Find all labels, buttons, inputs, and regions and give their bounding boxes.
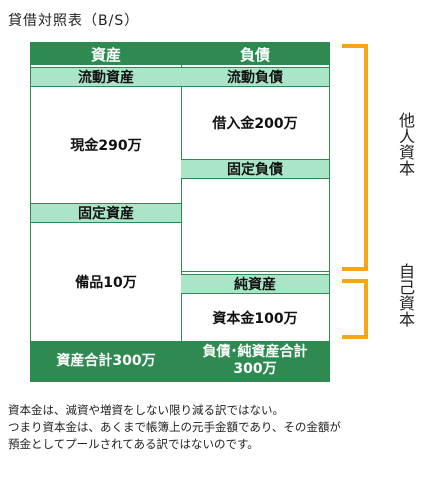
explanatory-note: 資本金は、減資や増資をしない限り減る訳ではない。 つまり資本金は、あくまで帳簿上…: [8, 402, 433, 453]
liabilities-header: 負債: [181, 43, 329, 65]
total-line-2: 300万: [233, 361, 277, 377]
fixed-liabilities-label: 固定負債: [181, 159, 329, 179]
borrowing-cell: 借入金200万: [212, 116, 298, 132]
note-line-2: つまり資本金は、あくまで帳簿上の元手金額であり、その金額が: [8, 420, 341, 434]
cash-cell: 現金290万: [70, 138, 142, 154]
fixed-assets-label: 固定資産: [31, 203, 181, 223]
assets-total: 資産合計300万: [31, 341, 181, 381]
note-line-1: 資本金は、減資や増資をしない限り減る訳ではない。: [8, 403, 284, 417]
total-line-1: 負債･純資産合計: [202, 344, 308, 360]
balance-sheet: 資産 流動資産 現金290万 固定資産 備品10万 資産合計300万 負債 流動…: [30, 42, 330, 382]
current-assets-label: 流動資産: [31, 67, 181, 87]
liabilities-equity-total: 負債･純資産合計 300万: [181, 341, 329, 381]
equipment-cell: 備品10万: [75, 275, 137, 291]
liabilities-equity-divider: [181, 271, 329, 272]
capital-cell: 資本金100万: [212, 310, 298, 327]
other-capital-bracket: [342, 44, 368, 271]
other-capital-label: 他人資本: [396, 112, 415, 176]
diagram-title: 貸借対照表（B/S）: [8, 13, 140, 29]
current-liabilities-label: 流動負債: [181, 67, 329, 87]
note-line-3: 預金としてプールされてある訳ではないのです。: [8, 437, 259, 451]
liabilities-column: 負債 流動負債 借入金200万 固定負債 純資産 資本金100万 負債･純資産合…: [181, 43, 329, 381]
assets-header: 資産: [31, 43, 181, 65]
own-capital-label: 自己資本: [396, 263, 415, 327]
net-assets-label: 純資産: [181, 274, 329, 294]
own-capital-bracket: [342, 279, 368, 339]
assets-column: 資産 流動資産 現金290万 固定資産 備品10万 資産合計300万: [31, 43, 182, 381]
